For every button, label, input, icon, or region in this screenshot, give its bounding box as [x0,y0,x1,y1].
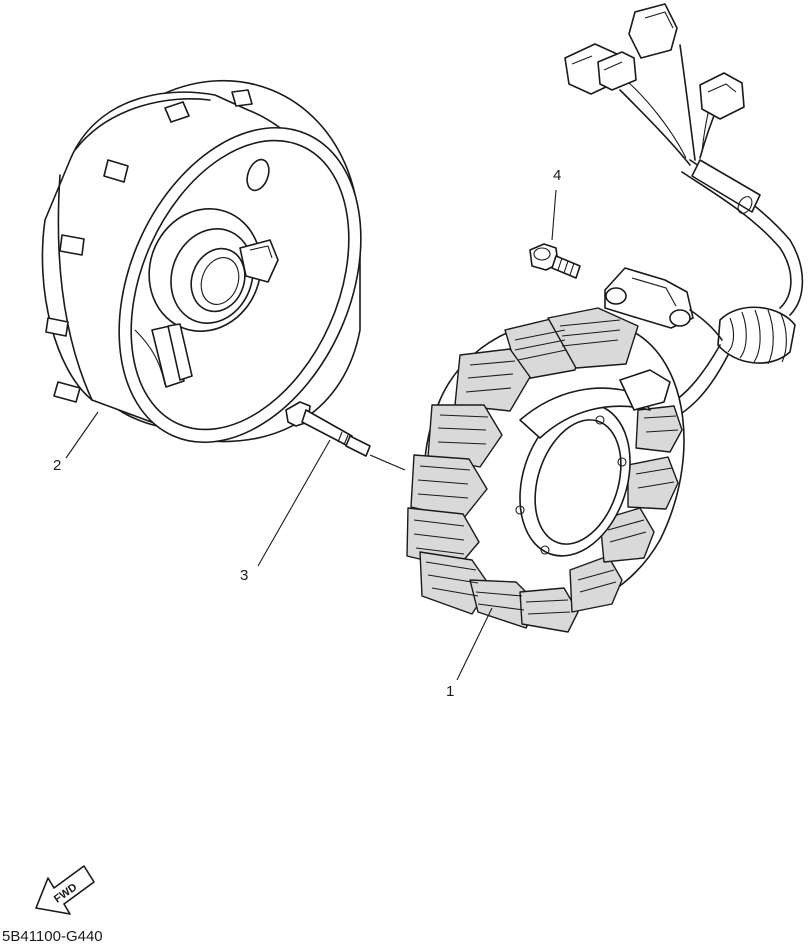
pickup-coil [604,267,723,341]
bolt[interactable] [285,401,371,457]
callout-1: 1 [446,683,454,700]
callout-2: 2 [53,457,61,474]
rotor-flywheel[interactable] [0,34,411,481]
callout-3: 3 [240,567,248,584]
stator-assembly[interactable] [406,307,685,633]
diagram-code: 5B41100-G440 [2,928,103,945]
wire-harness [564,3,804,431]
grommet [717,306,796,365]
screw[interactable] [529,243,581,279]
callout-4: 4 [553,167,561,184]
fwd-arrow-icon: FWD [35,865,95,915]
callout-group: 2 3 1 4 [53,167,561,700]
